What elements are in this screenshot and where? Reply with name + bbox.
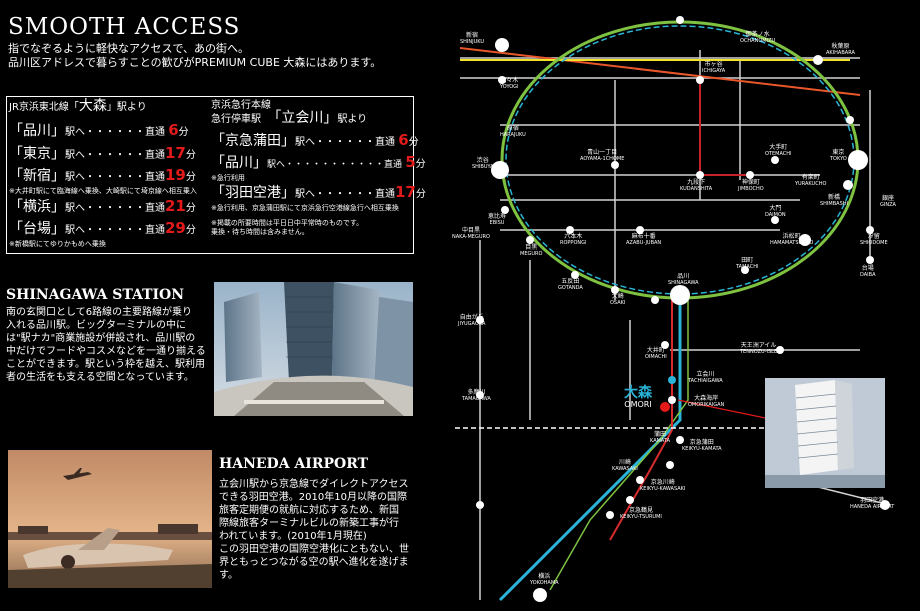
haneda-body: 立会川駅から京急線でダイレクトアクセスできる羽田空港。2010年10月以降の国際… xyxy=(219,479,409,581)
route-row: 「品川」駅へ・・・・・・・・・・・直通 5分 xyxy=(211,153,426,171)
haneda-photo xyxy=(8,450,212,588)
omori-highlight: 大森 OMORI xyxy=(624,385,652,409)
footnote: ※掲載の所要時間は平日日中平常時のものです。 xyxy=(211,219,364,227)
route-note: ※急行利用、京急蒲田駅にて京浜急行空港線急行へ相互乗換 xyxy=(211,204,399,212)
jr-header: JR京浜東北線「大森」駅より xyxy=(9,98,147,114)
route-row: 「京急蒲田」駅へ・・・・・・直通 6分 xyxy=(211,131,419,149)
footnote: 乗換・待ち時間は含みません。 xyxy=(211,228,309,236)
route-row: 「東京」駅へ・・・・・・直通17分 xyxy=(9,144,196,162)
page-title: SMOOTH ACCESS xyxy=(8,14,241,40)
route-row: 「横浜」駅へ・・・・・・直通21分 xyxy=(9,197,196,215)
route-row: 「台場」駅へ・・・・・・直通29分 xyxy=(9,219,196,237)
route-row: 「品川」駅へ・・・・・・直通 6分 xyxy=(9,121,189,139)
access-time-table: JR京浜東北線「大森」駅より 「品川」駅へ・・・・・・直通 6分 「東京」駅へ・… xyxy=(6,96,426,254)
route-row: 「新宿」駅へ・・・・・・直通19分 xyxy=(9,166,196,184)
shinagawa-body: 南の玄関口として6路線の主要路線が乗り入れる品川駅。ビッグターミナルの中には"駅… xyxy=(6,307,206,383)
shinagawa-heading: SHINAGAWA STATION xyxy=(6,287,185,303)
route-note: ※急行利用 xyxy=(211,174,245,182)
jr-routes: JR京浜東北線「大森」駅より 「品川」駅へ・・・・・・直通 6分 「東京」駅へ・… xyxy=(9,98,209,249)
route-map-svg xyxy=(455,16,891,602)
shinagawa-photo xyxy=(214,282,413,416)
route-note: ※新橋駅にてゆりかもめへ乗換 xyxy=(9,240,106,248)
route-row: 「羽田空港」駅へ・・・・・・直通17分 xyxy=(211,183,426,201)
intro-text: 指でなぞるように軽快なアクセスで、あの街へ。 品川区アドレスで暮らすことの歓びが… xyxy=(8,42,382,69)
haneda-heading: HANEDA AIRPORT xyxy=(219,456,369,472)
route-note: ※大井町駅にて臨海線へ乗換、大崎駅にて埼京線へ相互乗入 xyxy=(9,187,197,195)
keikyu-routes: 京浜急行本線 急行停車駅 「立会川」駅より 「京急蒲田」駅へ・・・・・・直通 6… xyxy=(211,100,426,236)
